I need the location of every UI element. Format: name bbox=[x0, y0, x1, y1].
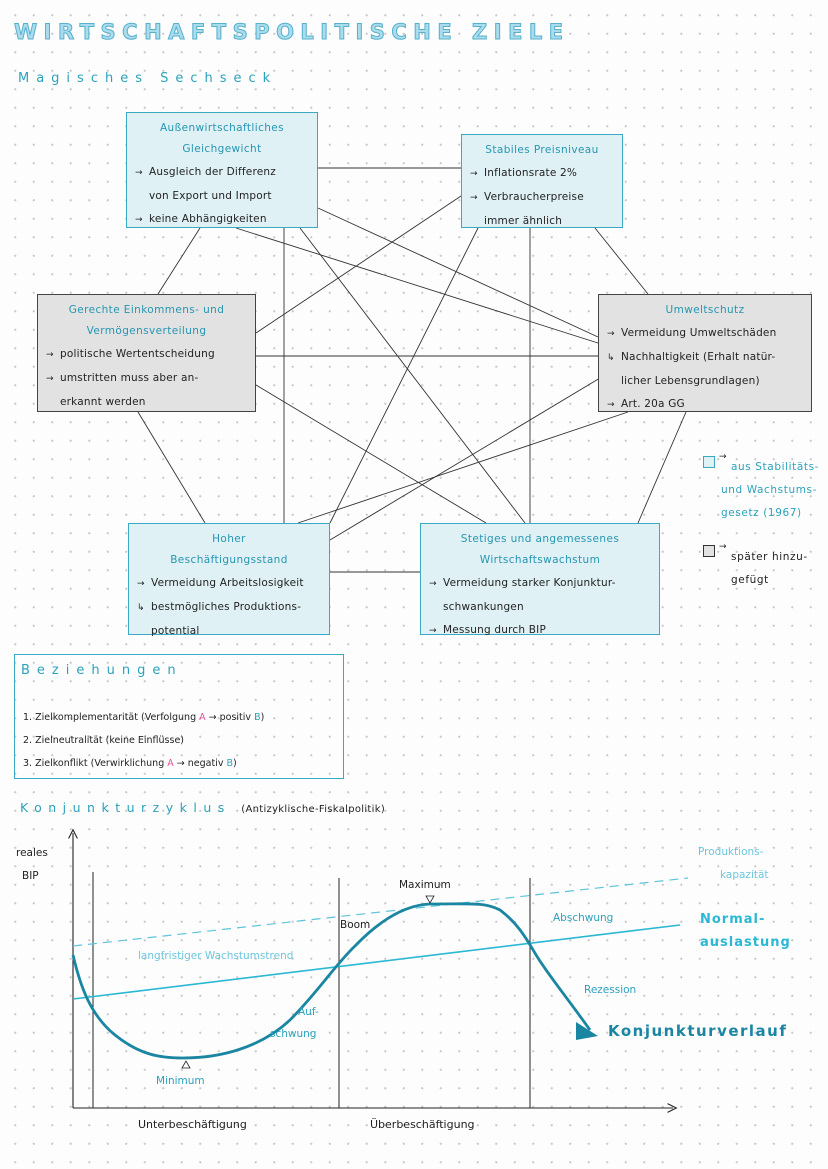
list-item: →keine Abhängigkeiten bbox=[135, 208, 309, 232]
arrow-icon: → bbox=[429, 579, 437, 589]
legend-stabilitaetsgesetz: und Wachstums- bbox=[721, 484, 818, 496]
label-aufschwung: Auf- bbox=[298, 1006, 319, 1018]
label-unterbeschaeftigung: Unterbeschäftigung bbox=[138, 1118, 247, 1131]
page-title: WIRTSCHAFTSPOLITISCHE ZIELE bbox=[14, 20, 570, 45]
list-item: →Messung durch BIP bbox=[429, 619, 651, 643]
label-abschwung: Abschwung bbox=[553, 912, 614, 924]
arrow-icon: → bbox=[470, 169, 478, 179]
list-item: potential bbox=[151, 625, 200, 637]
hook-arrow-icon: ↳ bbox=[137, 603, 145, 613]
legend-spaeter-hinzugefuegt: gefügt bbox=[731, 574, 769, 586]
label-minimum: Minimum bbox=[156, 1075, 205, 1087]
box-einkommensverteilung: Gerechte Einkommens- und Vermögensvertei… bbox=[37, 294, 256, 412]
list-item: ↳bestmögliches Produktions- bbox=[137, 596, 321, 620]
box-aussenwirtschaft-title: Außenwirtschaftliches bbox=[159, 122, 285, 134]
konjunktur-title-note: (Antizyklische-Fiskalpolitik) bbox=[241, 804, 386, 815]
box-wirtschaftswachstum-title-2: Wirtschaftswachstum bbox=[479, 554, 601, 566]
box-umweltschutz-title: Umweltschutz bbox=[665, 304, 745, 316]
box-einkommensverteilung-title-2: Vermögensverteilung bbox=[86, 325, 207, 337]
legend-grey-square-icon bbox=[703, 545, 715, 557]
list-item: →Ausgleich der Differenz bbox=[135, 161, 309, 185]
label-konjunkturverlauf: Konjunkturverlauf bbox=[608, 1022, 788, 1040]
konjunktur-title: Konjunkturzyklus bbox=[20, 800, 231, 815]
y-axis-label: reales bbox=[16, 847, 48, 859]
box-umweltschutz: Umweltschutz →Vermeidung Umweltschäden ↳… bbox=[598, 294, 812, 412]
legend-teal-square-icon bbox=[703, 456, 715, 468]
list-item: →Inflationsrate 2% bbox=[470, 162, 614, 186]
section-title-sechseck: Magisches Sechseck bbox=[18, 71, 278, 86]
list-item: →Verbraucherpreise bbox=[470, 186, 614, 210]
wachstumstrend-line bbox=[72, 924, 681, 1000]
list-item: immer ähnlich bbox=[484, 215, 563, 227]
produktionskapazitaet-line bbox=[72, 877, 689, 947]
legend-spaeter-hinzugefuegt: später hinzu- bbox=[731, 551, 808, 563]
arrow-icon: → bbox=[719, 452, 727, 462]
list-item: 1. Zielkomplementarität (Verfolgung A → … bbox=[23, 712, 265, 723]
arrow-icon: → bbox=[429, 626, 437, 636]
box-beschaeftigung-title-2: Beschäftigungsstand bbox=[170, 554, 288, 566]
label-maximum: Maximum bbox=[399, 879, 451, 891]
label-normalauslastung: auslastung bbox=[700, 935, 791, 950]
list-item: schwankungen bbox=[443, 601, 524, 613]
hook-arrow-icon: ↳ bbox=[607, 353, 615, 363]
box-preisniveau: Stabiles Preisniveau →Inflationsrate 2% … bbox=[461, 134, 623, 228]
list-item: ↳Nachhaltigkeit (Erhalt natür- bbox=[607, 346, 803, 370]
list-item: →Vermeidung Umweltschäden bbox=[607, 322, 803, 346]
arrow-icon: → bbox=[607, 400, 615, 410]
maximum-marker-icon bbox=[425, 895, 435, 904]
section-title-konjunkturzyklus: Konjunkturzyklus (Antizyklische-Fiskalpo… bbox=[20, 800, 385, 815]
list-item: von Export und Import bbox=[149, 190, 272, 202]
label-normalauslastung: Normal- bbox=[700, 912, 766, 927]
list-item: licher Lebensgrundlagen) bbox=[621, 375, 760, 387]
beziehungen-title: Beziehungen bbox=[21, 663, 183, 678]
minimum-marker-icon bbox=[181, 1060, 191, 1069]
label-ueberbeschaeftigung: Überbeschäftigung bbox=[370, 1118, 475, 1131]
list-item: →Vermeidung Arbeitslosigkeit bbox=[137, 572, 321, 596]
box-beschaeftigung: Hoher Beschäftigungsstand →Vermeidung Ar… bbox=[128, 523, 330, 637]
label-produktionskapazitaet: kapazität bbox=[720, 869, 769, 881]
list-item: erkannt werden bbox=[60, 396, 146, 408]
list-item: →politische Wertentscheidung bbox=[46, 343, 247, 367]
arrow-icon: → bbox=[46, 374, 54, 384]
box-preisniveau-title: Stabiles Preisniveau bbox=[485, 144, 599, 156]
list-item: →Art. 20a GG bbox=[607, 393, 803, 417]
arrow-icon: → bbox=[135, 215, 143, 225]
arrow-icon: → bbox=[46, 350, 54, 360]
list-item: 2. Zielneutralität (keine Einflüsse) bbox=[23, 735, 185, 746]
y-axis-label: BIP bbox=[22, 870, 39, 882]
label-wachstumstrend: langfristiger Wachstumstrend bbox=[138, 950, 294, 962]
label-aufschwung: schwung bbox=[270, 1028, 317, 1040]
arrow-icon: → bbox=[607, 329, 615, 339]
box-beschaeftigung-title: Hoher bbox=[212, 533, 246, 545]
list-item: →Vermeidung starker Konjunktur- bbox=[429, 572, 651, 596]
box-aussenwirtschaft-title-2: Gleichgewicht bbox=[182, 143, 262, 155]
box-einkommensverteilung-title: Gerechte Einkommens- und bbox=[68, 304, 225, 316]
box-wirtschaftswachstum-title: Stetiges und angemessenes bbox=[460, 533, 620, 545]
list-item: →umstritten muss aber an- bbox=[46, 367, 247, 391]
konjunkturverlauf-curve bbox=[71, 902, 592, 1060]
legend-stabilitaetsgesetz: gesetz (1967) bbox=[721, 507, 802, 519]
label-produktionskapazitaet: Produktions- bbox=[698, 846, 764, 858]
arrow-icon: → bbox=[719, 542, 727, 552]
legend-stabilitaetsgesetz: aus Stabilitäts- bbox=[731, 461, 820, 473]
arrow-icon: → bbox=[470, 193, 478, 203]
arrow-icon: → bbox=[137, 579, 145, 589]
arrow-icon: → bbox=[135, 168, 143, 178]
box-aussenwirtschaft: Außenwirtschaftliches Gleichgewicht →Aus… bbox=[126, 112, 318, 228]
label-rezession: Rezession bbox=[584, 984, 637, 996]
list-item: 3. Zielkonflikt (Verwirklichung A → nega… bbox=[23, 758, 237, 769]
beziehungen-box: Beziehungen 1. Zielkomplementarität (Ver… bbox=[14, 654, 344, 779]
label-boom: Boom bbox=[340, 919, 371, 931]
konjunkturverlauf-arrowhead bbox=[576, 1022, 598, 1040]
box-wirtschaftswachstum: Stetiges und angemessenes Wirtschaftswac… bbox=[420, 523, 660, 636]
